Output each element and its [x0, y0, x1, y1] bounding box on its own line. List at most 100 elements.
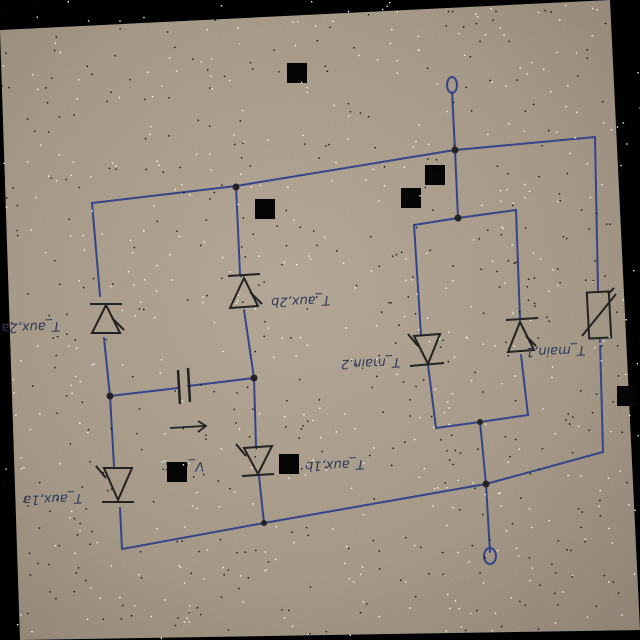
noise-speck [577, 75, 579, 77]
noise-speck [85, 579, 87, 582]
noise-speck [237, 203, 239, 206]
noise-speck [354, 287, 356, 289]
noise-speck [164, 460, 166, 462]
noise-speck [238, 428, 241, 430]
noise-speck [377, 200, 380, 202]
noise-speck [497, 492, 500, 495]
noise-speck [620, 164, 622, 167]
noise-speck [562, 591, 564, 593]
noise-speck [489, 79, 491, 82]
noise-speck [258, 284, 260, 286]
noise-speck [149, 133, 151, 136]
noise-speck [506, 188, 508, 191]
noise-speck [306, 308, 309, 310]
noise-speck [637, 72, 639, 74]
noise-speck [209, 125, 211, 127]
noise-speck [625, 319, 627, 321]
noise-speck [348, 547, 350, 550]
noise-speck [12, 187, 14, 189]
noise-speck [608, 336, 611, 338]
label-aux-2a: T_aux,2a [1, 318, 60, 335]
noise-speck [529, 473, 531, 475]
noise-speck [502, 227, 505, 230]
noise-speck [576, 111, 578, 113]
noise-speck [355, 363, 358, 365]
noise-speck [213, 191, 215, 194]
noise-speck [240, 157, 243, 159]
noise-speck [403, 166, 406, 168]
noise-speck [237, 294, 240, 296]
noise-speck [476, 16, 479, 18]
noise-speck [197, 119, 199, 122]
noise-speck [479, 572, 481, 574]
thyristor-aux-2a [90, 302, 125, 334]
noise-speck [78, 186, 80, 189]
noise-speck [56, 498, 58, 501]
noise-speck [37, 2, 39, 4]
noise-speck [24, 497, 26, 500]
noise-speck [69, 517, 71, 519]
noise-speck [210, 75, 212, 78]
noise-speck [127, 271, 130, 273]
noise-speck [150, 125, 152, 128]
noise-speck [374, 147, 376, 149]
noise-speck [318, 399, 321, 401]
noise-speck [518, 448, 521, 450]
noise-speck [501, 625, 503, 628]
noise-speck [551, 563, 553, 565]
noise-speck [310, 1, 313, 3]
noise-speck [439, 346, 442, 348]
noise-speck [78, 280, 80, 282]
noise-speck [291, 531, 293, 533]
noise-speck [219, 538, 222, 541]
noise-speck [503, 34, 505, 36]
noise-speck [505, 530, 508, 532]
noise-speck [294, 44, 296, 47]
noise-speck [254, 350, 256, 353]
noise-speck [335, 431, 337, 433]
noise-speck [477, 448, 479, 450]
terminal-bottom [483, 547, 497, 565]
noise-speck [143, 308, 145, 311]
noise-speck [610, 129, 613, 131]
noise-speck [595, 393, 598, 395]
noise-speck [392, 447, 394, 449]
noise-speck [315, 25, 317, 27]
noise-speck [567, 413, 569, 415]
noise-speck [528, 508, 531, 510]
noise-speck [496, 550, 499, 552]
noise-speck [622, 122, 625, 124]
noise-speck [329, 26, 331, 28]
noise-speck [415, 385, 417, 388]
noise-speck [411, 279, 413, 281]
noise-speck [203, 241, 205, 243]
noise-speck [437, 487, 439, 489]
noise-speck [391, 255, 394, 257]
noise-speck [183, 192, 185, 194]
noise-speck [611, 542, 613, 544]
noise-speck [6, 197, 8, 199]
noise-speck [371, 386, 373, 389]
noise-speck [594, 347, 596, 349]
noise-speck [469, 612, 472, 614]
noise-speck [1, 333, 4, 335]
noise-speck [81, 401, 83, 403]
noise-speck [424, 186, 427, 189]
noise-speck [81, 486, 83, 488]
noise-speck [524, 110, 526, 112]
noise-speck [164, 433, 166, 435]
noise-speck [71, 392, 73, 394]
noise-speck [538, 468, 541, 471]
noise-speck [222, 566, 224, 569]
noise-speck [580, 390, 582, 392]
noise-speck [110, 488, 113, 490]
noise-speck [554, 622, 557, 624]
noise-speck [223, 574, 225, 576]
noise-speck [328, 143, 330, 146]
noise-speck [217, 480, 219, 482]
noise-speck [599, 499, 601, 502]
noise-speck [448, 407, 450, 409]
noise-speck [620, 170, 622, 172]
noise-speck [306, 463, 308, 465]
noise-speck [567, 474, 569, 477]
